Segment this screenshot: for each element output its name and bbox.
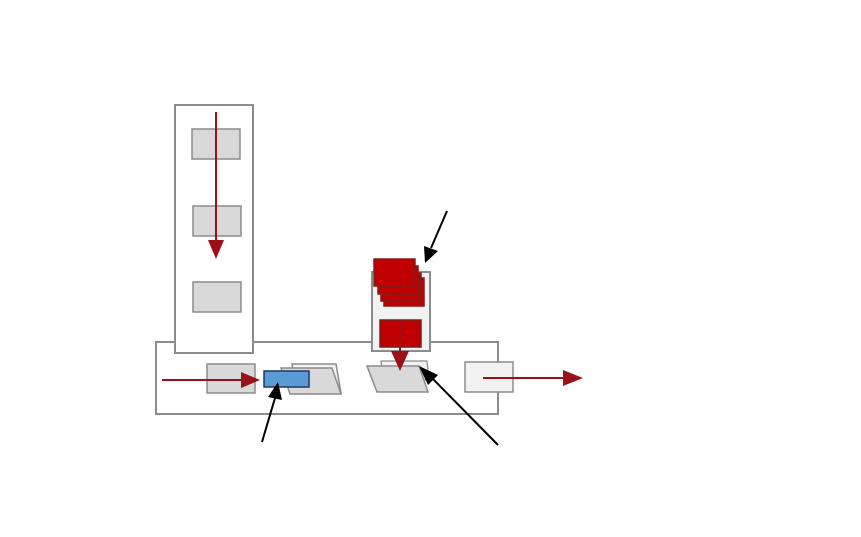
feeder-down-arrowhead bbox=[391, 351, 409, 371]
column-station-3 bbox=[192, 281, 242, 313]
pointer-arrow-top-head bbox=[424, 246, 438, 263]
pointer-arrow-bottom-left-head bbox=[268, 382, 282, 400]
red-stack-layer-1 bbox=[373, 258, 416, 287]
output-flow-arrowhead bbox=[563, 370, 583, 386]
base-inflow-arrowhead bbox=[241, 372, 260, 388]
column-flow-arrowhead bbox=[208, 240, 224, 259]
pointer-arrow-bottom-right-head bbox=[419, 366, 438, 385]
pointer-arrow-top bbox=[430, 210, 448, 249]
pointer-arrow-bottom-left bbox=[261, 397, 276, 443]
blue-item bbox=[263, 370, 310, 388]
slanted-station-right bbox=[365, 365, 430, 393]
pointer-arrow-bottom-right bbox=[431, 377, 499, 446]
